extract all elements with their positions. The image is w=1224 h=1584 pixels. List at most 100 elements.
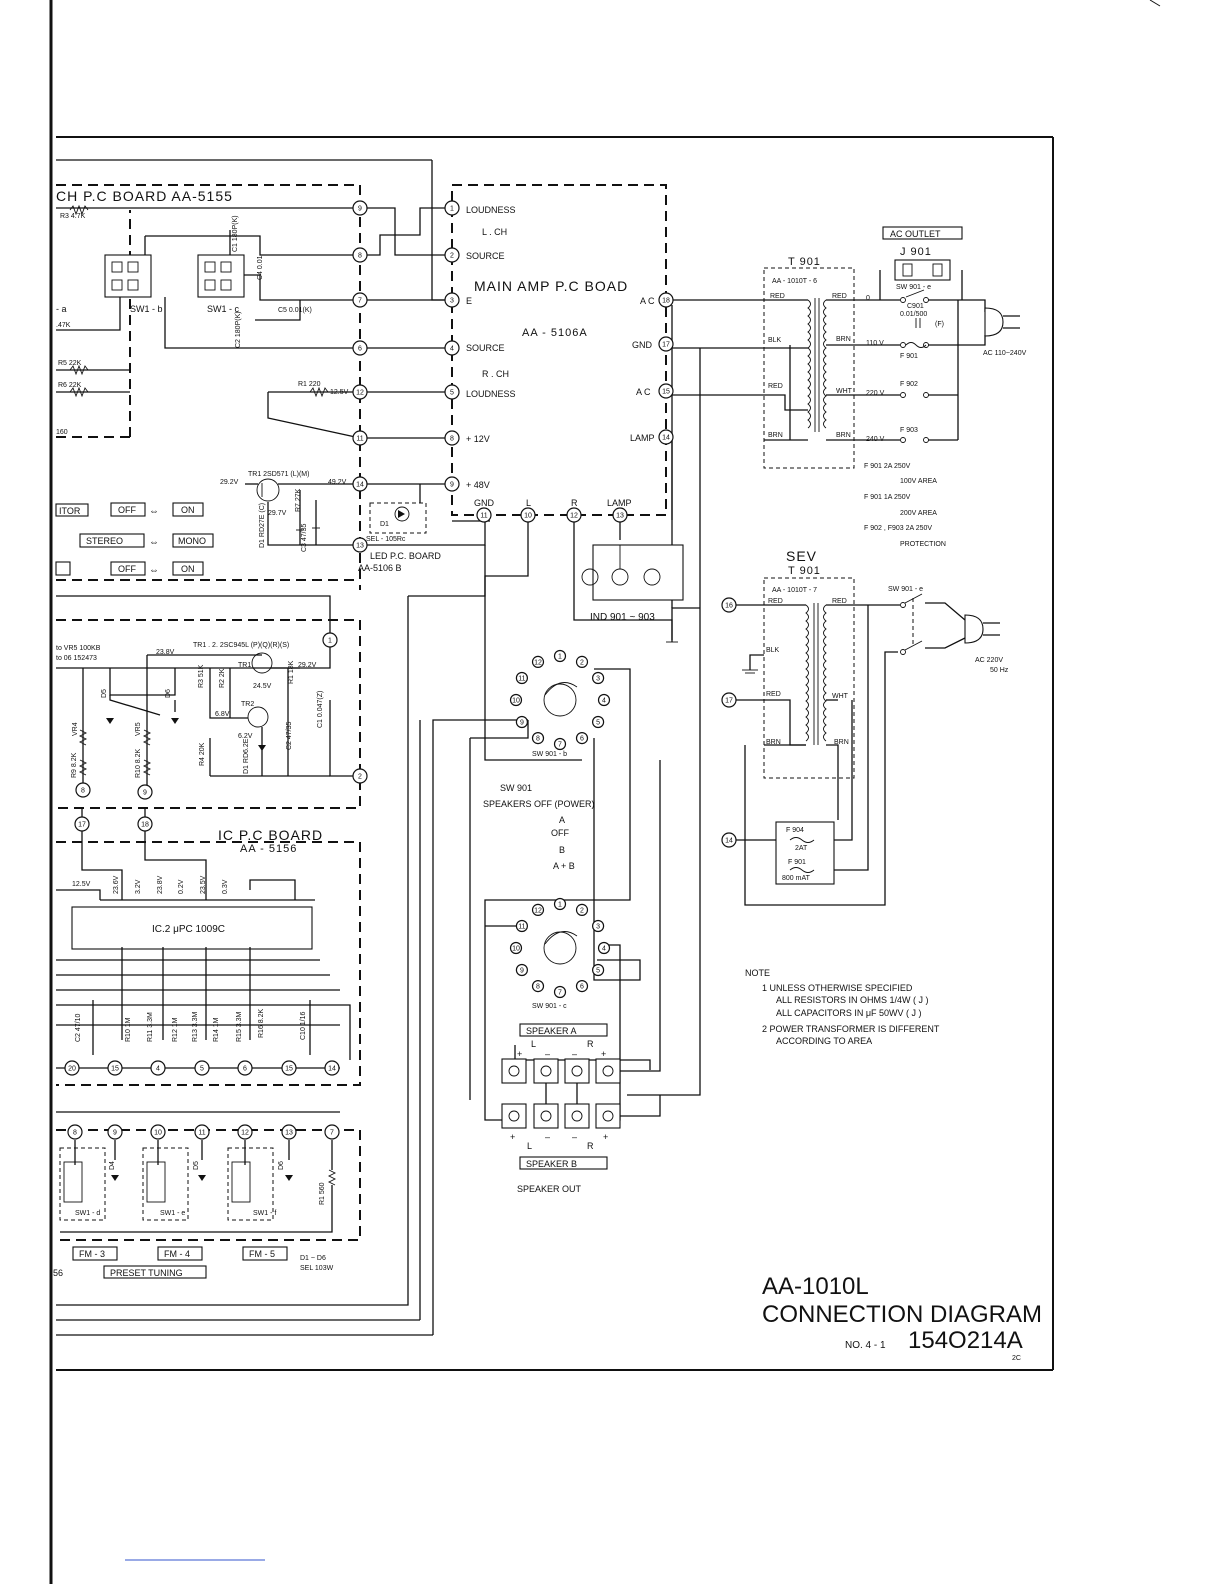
speaker-terminals: SPEAKER A L R + – – + + – – + L R SPEAKE…: [501, 760, 661, 1194]
switch-node-label: 9: [358, 206, 362, 213]
led-pc-board: D1 SEL - 105Rc LED P.C. BOARD AA-5106 B: [358, 502, 441, 573]
on-button-1[interactable]: [172, 502, 204, 517]
sw901-pos-0: SPEAKERS OFF (POWER): [483, 799, 595, 809]
fuse-note-5: PROTECTION: [900, 541, 946, 548]
amp-left-6: LOUDNESS: [466, 389, 516, 399]
preset-node-circle: [237, 1124, 253, 1140]
preset-tuning-label: PRESET TUNING: [110, 1268, 183, 1278]
spk-b-term-3[interactable]: [564, 1103, 590, 1129]
title-model: AA-1010L: [762, 1273, 869, 1300]
ic-label: IC.2 μPC 1009C: [152, 924, 225, 935]
mid-node-label: 8: [81, 788, 85, 795]
rotary-contact-circle: [597, 693, 611, 707]
switch-node-label: 14: [356, 482, 364, 489]
rotary-contact-circle: [515, 963, 529, 977]
switch-node-circle: [352, 537, 368, 553]
c5-label: C5 0.01(K): [278, 307, 312, 314]
c901-val: 0.01/500: [900, 311, 927, 318]
spk-a-minus-2: –: [572, 1049, 577, 1059]
vr-note-1: to VR5 100KB: [56, 645, 101, 652]
amp-right-2: A C: [636, 387, 651, 397]
spk-a-term-1[interactable]: [501, 1058, 527, 1084]
mid-node-circle: [322, 632, 338, 648]
preset-node-label: 13: [285, 1130, 293, 1137]
spk-b-term-4[interactable]: [595, 1103, 621, 1129]
signal-wiring: [56, 159, 522, 1336]
on-button-2[interactable]: [172, 561, 204, 576]
amp-input-node-circle: [444, 292, 460, 308]
off-button-1[interactable]: [110, 502, 146, 517]
fm3-button[interactable]: [72, 1246, 118, 1261]
ic-bottom-node-label: 4: [156, 1066, 160, 1073]
rotary-contact-circle: [575, 903, 589, 917]
amp-input-node-label: 8: [450, 436, 454, 443]
fuse-note-2: F 901 1A 250V: [864, 494, 911, 501]
amp-bottom-3: LAMP: [607, 498, 632, 508]
rotary-contact-label: 9: [520, 720, 524, 727]
rotary-contact-label: 6: [580, 736, 584, 743]
ac-outlet-label: AC OUTLET: [890, 229, 941, 239]
mid-node-circle: [137, 784, 153, 800]
spk-b-r: R: [587, 1141, 594, 1151]
main-amp-model: AA - 5106A: [522, 327, 588, 339]
ic-part-3: R12 1M: [172, 1017, 179, 1042]
amp-bottom-1: L: [526, 498, 531, 508]
main-amp-title: MAIN AMP P.C BOAD: [474, 278, 628, 294]
rotary-contact-label: 2: [580, 659, 584, 666]
rotary-contact-circle: [575, 979, 589, 993]
mid-vr5: VR5: [135, 722, 142, 736]
amp-left-5: R . CH: [482, 369, 509, 379]
spk-a-term-4[interactable]: [595, 1058, 621, 1084]
spk-a-minus-1: –: [545, 1049, 550, 1059]
spk-b-term-1[interactable]: [501, 1103, 527, 1129]
speaker-a-label: SPEAKER A: [526, 1026, 577, 1036]
t901a-fuse-1: F 902: [900, 381, 918, 388]
sev-node-circle: [721, 832, 737, 848]
mono-button[interactable]: [172, 533, 214, 548]
switch-node-label: 6: [358, 346, 362, 353]
rotary-contact-circle: [553, 985, 567, 999]
spk-a-term-3[interactable]: [564, 1058, 590, 1084]
sw901-pos-3: B: [559, 845, 565, 855]
t901b-lead-3: RED: [766, 691, 781, 698]
t901a-lead-6: BRN: [768, 432, 783, 439]
stereo-button[interactable]: [79, 533, 145, 548]
rotary-contact-label: 7: [558, 990, 562, 997]
mid-v68: 6.8V: [215, 711, 230, 718]
rotary-contact-label: 10: [512, 698, 520, 705]
d1-label: D1 RD27E (C): [259, 503, 266, 548]
rotary-contact-label: 1: [558, 654, 562, 661]
preset-node-circle: [324, 1124, 340, 1140]
ic-volt-0: 12.5V: [72, 881, 91, 888]
off-button-2[interactable]: [110, 561, 146, 576]
f904-val: 2AT: [795, 845, 808, 852]
switch-board-title: CH P.C BOARD AA-5155: [56, 188, 233, 204]
fm4-button[interactable]: [157, 1246, 203, 1261]
spk-a-plus-2: +: [601, 1049, 606, 1059]
preset-tuning-board: SW1 - d SW1 - e SW1 - f D4 D5 D6 R1 560 …: [53, 1129, 361, 1279]
ic-bottom-node-label: 6: [243, 1066, 247, 1073]
amp-bottom-wiring: IND 901 ~ 903: [452, 305, 701, 1096]
t901b-lead-2: BLK: [766, 647, 780, 654]
mid-r4: R4 20K: [199, 742, 206, 766]
amp-bottom-node-label: 13: [616, 513, 624, 520]
rotary-contact-label: 11: [518, 676, 525, 683]
rotary-contact-circle: [509, 693, 523, 707]
v492-label: 49.2V: [328, 479, 347, 486]
v297-label: 29.7V: [268, 510, 287, 517]
t901a-name: T 901: [788, 256, 821, 268]
arrow-3: ⇔: [149, 565, 159, 576]
fm5-button[interactable]: [242, 1246, 288, 1261]
preset-d5: D5: [193, 1161, 200, 1170]
preset-node-circle: [150, 1124, 166, 1140]
spk-a-plus-1: +: [517, 1049, 522, 1059]
rotary-contact-circle: [531, 731, 545, 745]
ic-bottom-node-circle: [324, 1060, 340, 1076]
spk-a-term-2[interactable]: [533, 1058, 559, 1084]
spk-b-term-2[interactable]: [533, 1103, 559, 1129]
rotary-contact-label: 6: [580, 984, 584, 991]
sw1-b-label: SW1 - b: [130, 304, 163, 314]
preset-node-label: 7: [330, 1130, 334, 1137]
f901b-label: F 901: [788, 859, 806, 866]
